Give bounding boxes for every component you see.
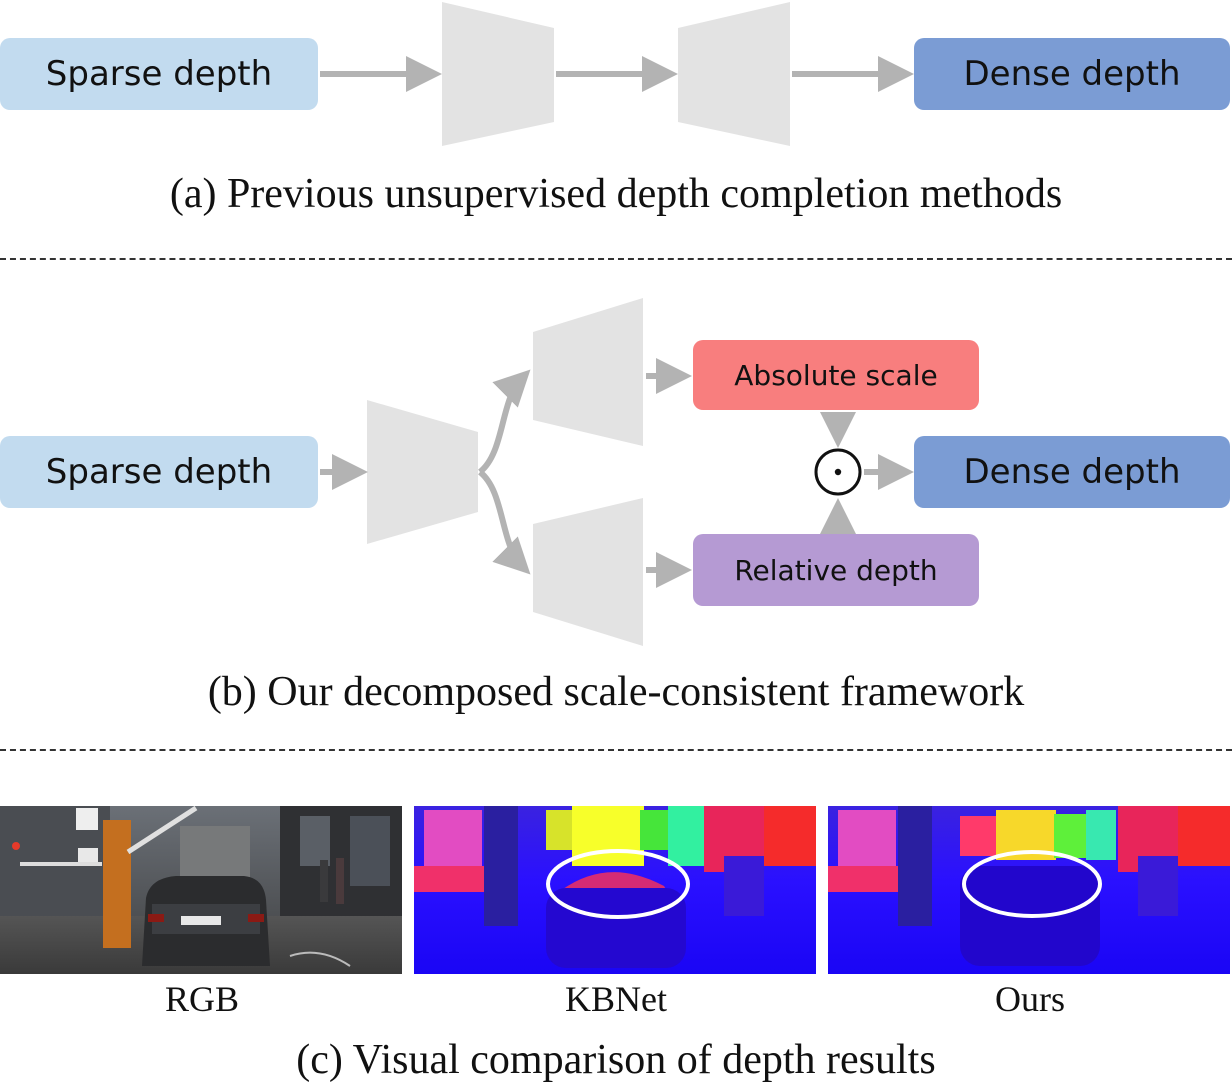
- decoder-network-a: [678, 2, 790, 146]
- ours-depth-panel: [828, 806, 1230, 974]
- divider-1: [0, 258, 1232, 260]
- sparse-depth-box-a: Sparse depth: [0, 38, 318, 110]
- rgb-street-scene-image: [0, 806, 402, 974]
- caption-b: (b) Our decomposed scale-consistent fram…: [207, 669, 1025, 715]
- caption-a: (a) Previous unsupervised depth completi…: [169, 171, 1063, 217]
- arrow-b-branch-down: [477, 469, 531, 575]
- dense-depth-box-a: Dense depth: [914, 38, 1230, 110]
- panel-label-ours: Ours: [995, 979, 1065, 1019]
- encoder-network-a: [442, 2, 554, 146]
- arrow-b-branch-up: [477, 369, 531, 475]
- relative-branch-network-b: [533, 498, 643, 646]
- sparse-depth-box-b: Sparse depth: [0, 436, 318, 508]
- sparse-depth-label-b: Sparse depth: [45, 452, 273, 492]
- shared-encoder-network-b: [367, 400, 478, 544]
- scale-branch-network-b: [533, 298, 643, 446]
- sparse-depth-label-a: Sparse depth: [45, 54, 273, 94]
- panel-label-kbnet: KBNet: [565, 979, 667, 1019]
- ours-depth-map-image: [828, 806, 1230, 974]
- hadamard-operator-dot: [834, 468, 842, 476]
- dense-depth-label-b: Dense depth: [963, 452, 1181, 492]
- absolute-scale-box: Absolute scale: [693, 340, 979, 410]
- absolute-scale-label: Absolute scale: [734, 358, 938, 392]
- panel-label-rgb: RGB: [164, 979, 240, 1019]
- kbnet-depth-panel: [414, 806, 816, 974]
- divider-2: [0, 749, 1232, 751]
- kbnet-depth-map-image: [414, 806, 816, 974]
- relative-depth-label: Relative depth: [734, 553, 938, 587]
- caption-c: (c) Visual comparison of depth results: [296, 1037, 936, 1083]
- dense-depth-label-a: Dense depth: [963, 54, 1181, 94]
- dense-depth-box-b: Dense depth: [914, 436, 1230, 508]
- rgb-image-panel: [0, 806, 402, 974]
- relative-depth-box: Relative depth: [693, 534, 979, 606]
